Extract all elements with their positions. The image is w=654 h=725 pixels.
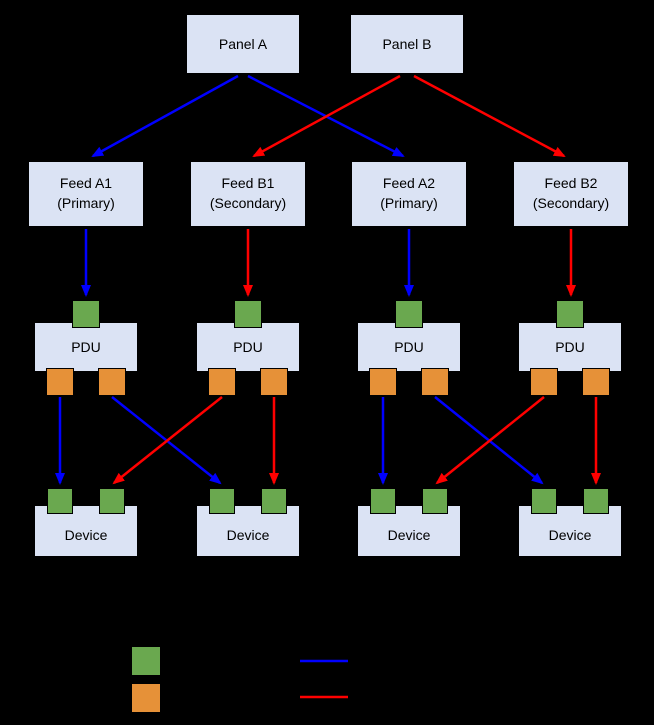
feed-a1-role: (Primary) <box>57 195 115 211</box>
feed-b2-name: Feed B2 <box>544 175 598 192</box>
panel-b-label: Panel B <box>382 36 432 52</box>
device-1-input-port-left-icon <box>47 488 73 514</box>
arrow-pdu-2-to-device-1 <box>112 396 223 485</box>
device-4-input-port-right-icon <box>583 488 609 514</box>
device-2-input-port-left-icon <box>209 488 235 514</box>
device-1-input-port-right-icon <box>99 488 125 514</box>
feed-a2-role: (Primary) <box>380 195 438 211</box>
device-2-input-port-right-icon <box>261 488 287 514</box>
device-3-label: Device <box>387 527 431 543</box>
pdu-3-output-port-right-icon <box>421 368 449 396</box>
pdu-3-label: PDU <box>394 339 424 355</box>
pdu-4-output-port-left-icon <box>530 368 558 396</box>
arrow-pdu-3-to-device-4 <box>434 396 544 485</box>
pdu-1-input-port-icon <box>72 300 100 328</box>
feed-b1-box: Feed B1 (Secondary) <box>190 161 306 227</box>
pdu-1-output-port-left-icon <box>46 368 74 396</box>
device-2-label: Device <box>226 527 270 543</box>
pdu-2-label: PDU <box>233 339 263 355</box>
panel-a-label: Panel A <box>218 36 268 52</box>
feed-a1-box: Feed A1 (Primary) <box>28 161 144 227</box>
device-3-input-port-right-icon <box>422 488 448 514</box>
feed-b2-role: (Secondary) <box>532 195 610 211</box>
arrow-panel-b-to-feed-b2 <box>413 74 566 158</box>
pdu-3-box: PDU <box>357 322 461 372</box>
pdu-4-box: PDU <box>518 322 622 372</box>
feed-a2-box: Feed A2 (Primary) <box>351 161 467 227</box>
device-4-input-port-left-icon <box>531 488 557 514</box>
pdu-4-output-port-right-icon <box>582 368 610 396</box>
pdu-3-input-port-icon <box>395 300 423 328</box>
feed-a2-name: Feed A2 <box>382 175 436 192</box>
arrow-pdu-4-to-device-3 <box>435 396 545 485</box>
feed-b1-role: (Secondary) <box>209 195 287 211</box>
device-1-label: Device <box>64 527 108 543</box>
arrow-panel-b-to-feed-b1 <box>252 74 401 158</box>
feed-b2-box: Feed B2 (Secondary) <box>513 161 629 227</box>
device-4-label: Device <box>548 527 592 543</box>
pdu-3-output-port-left-icon <box>369 368 397 396</box>
pdu-2-output-port-left-icon <box>208 368 236 396</box>
arrow-panel-a-to-feed-a1 <box>91 74 239 158</box>
pdu-1-output-port-right-icon <box>98 368 126 396</box>
panel-b-box: Panel B <box>350 14 464 74</box>
panel-a-box: Panel A <box>186 14 300 74</box>
arrow-panel-a-to-feed-a2 <box>247 74 405 158</box>
pdu-4-label: PDU <box>555 339 585 355</box>
arrow-pdu-1-to-device-2 <box>111 396 222 485</box>
pdu-1-box: PDU <box>34 322 138 372</box>
pdu-2-output-port-right-icon <box>260 368 288 396</box>
feed-b1-name: Feed B1 <box>221 175 275 192</box>
pdu-2-box: PDU <box>196 322 300 372</box>
device-3-input-port-left-icon <box>370 488 396 514</box>
pdu-2-input-port-icon <box>234 300 262 328</box>
legend-output-port-swatch-icon <box>131 683 161 713</box>
pdu-4-input-port-icon <box>556 300 584 328</box>
feed-a1-name: Feed A1 <box>59 175 113 192</box>
legend-input-port-swatch-icon <box>131 646 161 676</box>
pdu-1-label: PDU <box>71 339 101 355</box>
